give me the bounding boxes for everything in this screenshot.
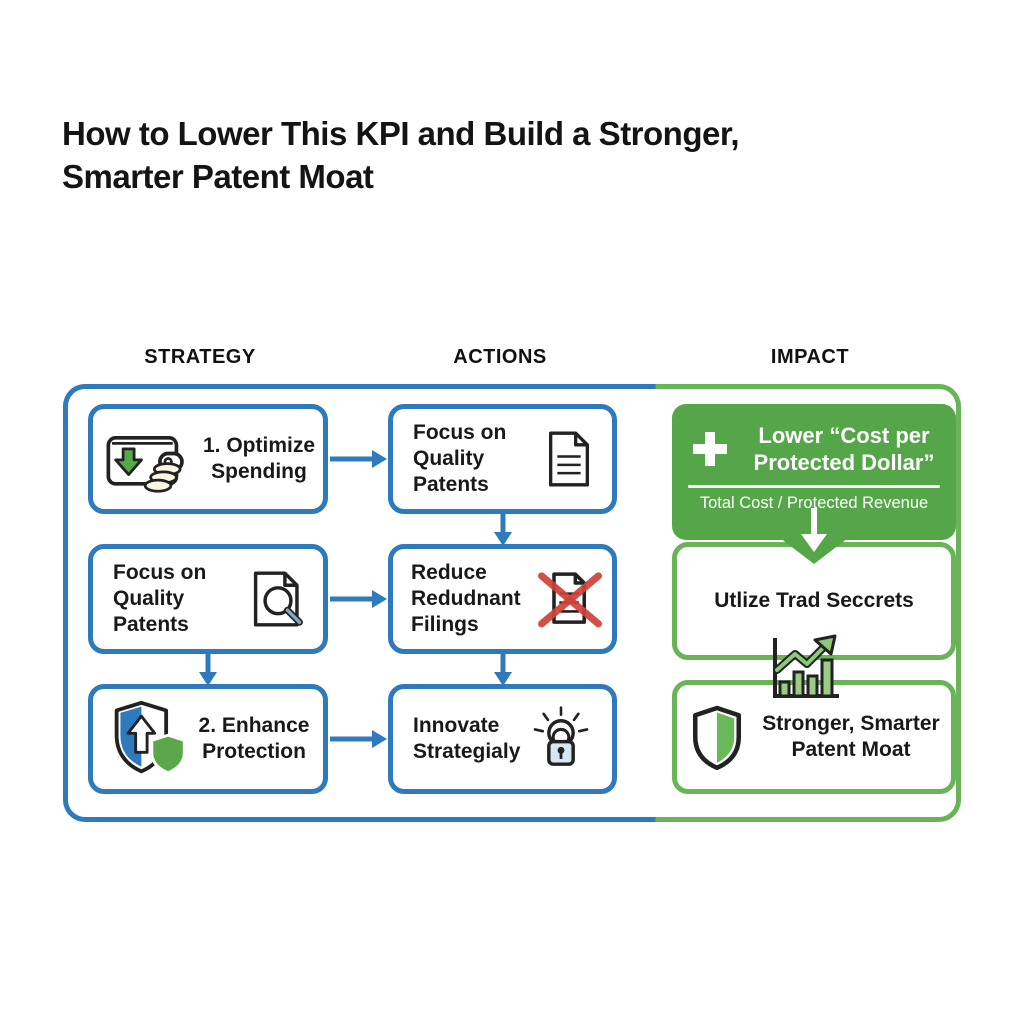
impact-box-label: Utlize Trad Seccrets — [714, 589, 914, 612]
arrow-right-icon — [330, 589, 388, 614]
shield-upgrade-icon — [107, 699, 191, 779]
down-arrow-white-icon — [799, 508, 829, 559]
label-line: Strategialy — [413, 740, 521, 763]
label-line: Patents — [413, 473, 489, 496]
action-box-reduce-filings: Reduce Redudnant Filings — [388, 544, 617, 654]
arrow-down-icon — [493, 511, 513, 552]
shield-half-icon — [688, 704, 746, 770]
impact-box-patent-moat: Stronger, Smarter Patent Moat — [672, 680, 956, 794]
action-box-innovate: Innovate Strategialy — [388, 684, 617, 794]
impact-box-label: Stronger, Smarter Patent Moat — [762, 711, 939, 763]
label-line: 1. Optimize — [202, 434, 316, 457]
kpi-formula: Total Cost / Protected Revenue — [699, 494, 929, 512]
label-line: Protection — [202, 740, 306, 763]
arrow-down-icon — [493, 651, 513, 692]
action-box-label: Focus on Quality Patents — [413, 420, 544, 498]
impact-kpi-panel: Lower “Cost per Protected Dollar” Total … — [672, 404, 956, 540]
strategy-box-optimize-spending: 1. Optimize Spending — [88, 404, 328, 514]
column-header-strategy: STRATEGY — [144, 346, 256, 368]
label-line: Spending — [211, 460, 307, 483]
action-box-label: Innovate Strategialy — [413, 713, 520, 765]
label-line: Stronger, Smarter — [762, 712, 940, 735]
label-line: Innovate — [413, 714, 500, 737]
label-line: Focus on Quality — [113, 561, 207, 610]
plus-icon — [690, 429, 730, 469]
page-title: How to Lower This KPI and Build a Strong… — [62, 112, 862, 198]
label-line: 2. Enhance — [198, 714, 310, 737]
label-line: Protected Dollar” — [753, 450, 935, 475]
strategy-box-label: 1. Optimize Spending — [203, 433, 315, 485]
title-line-1: How to Lower This KPI and Build a Strong… — [62, 115, 740, 152]
column-header-actions: ACTIONS — [453, 346, 547, 368]
document-icon — [544, 429, 594, 489]
arrow-down-icon — [198, 651, 218, 692]
strategy-box-quality-patents: Focus on Quality Patents — [88, 544, 328, 654]
label-line: Lower “Cost per — [758, 423, 930, 448]
kpi-panel-heading: Lower “Cost per Protected Dollar” — [742, 422, 946, 476]
strategy-box-enhance-protection: 2. Enhance Protection — [88, 684, 328, 794]
column-header-impact: IMPACT — [770, 346, 850, 368]
divider — [688, 485, 940, 488]
arrow-right-icon — [330, 729, 388, 754]
strategy-box-label: 2. Enhance Protection — [199, 713, 310, 765]
arrow-right-icon — [330, 449, 388, 474]
action-box-label: Reduce Redudnant Filings — [411, 560, 538, 638]
document-search-icon — [247, 568, 309, 630]
label-line: Filings — [411, 613, 479, 636]
title-line-2: Smarter Patent Moat — [62, 158, 374, 195]
wallet-spending-icon — [101, 423, 193, 495]
growth-chart-icon — [766, 634, 844, 709]
action-box-quality-patents: Focus on Quality Patents — [388, 404, 617, 514]
label-line: Patent Moat — [791, 738, 911, 761]
strategy-box-label: Focus on Quality Patents — [113, 560, 247, 638]
label-line: Reduce Redudnant — [411, 561, 521, 610]
label-line: Patents — [113, 613, 189, 636]
label-line: Focus on Quality — [413, 421, 507, 470]
lock-idea-icon — [528, 706, 594, 772]
document-x-icon — [538, 567, 602, 631]
kpi-panel-heading-row: Lower “Cost per Protected Dollar” — [672, 404, 956, 476]
